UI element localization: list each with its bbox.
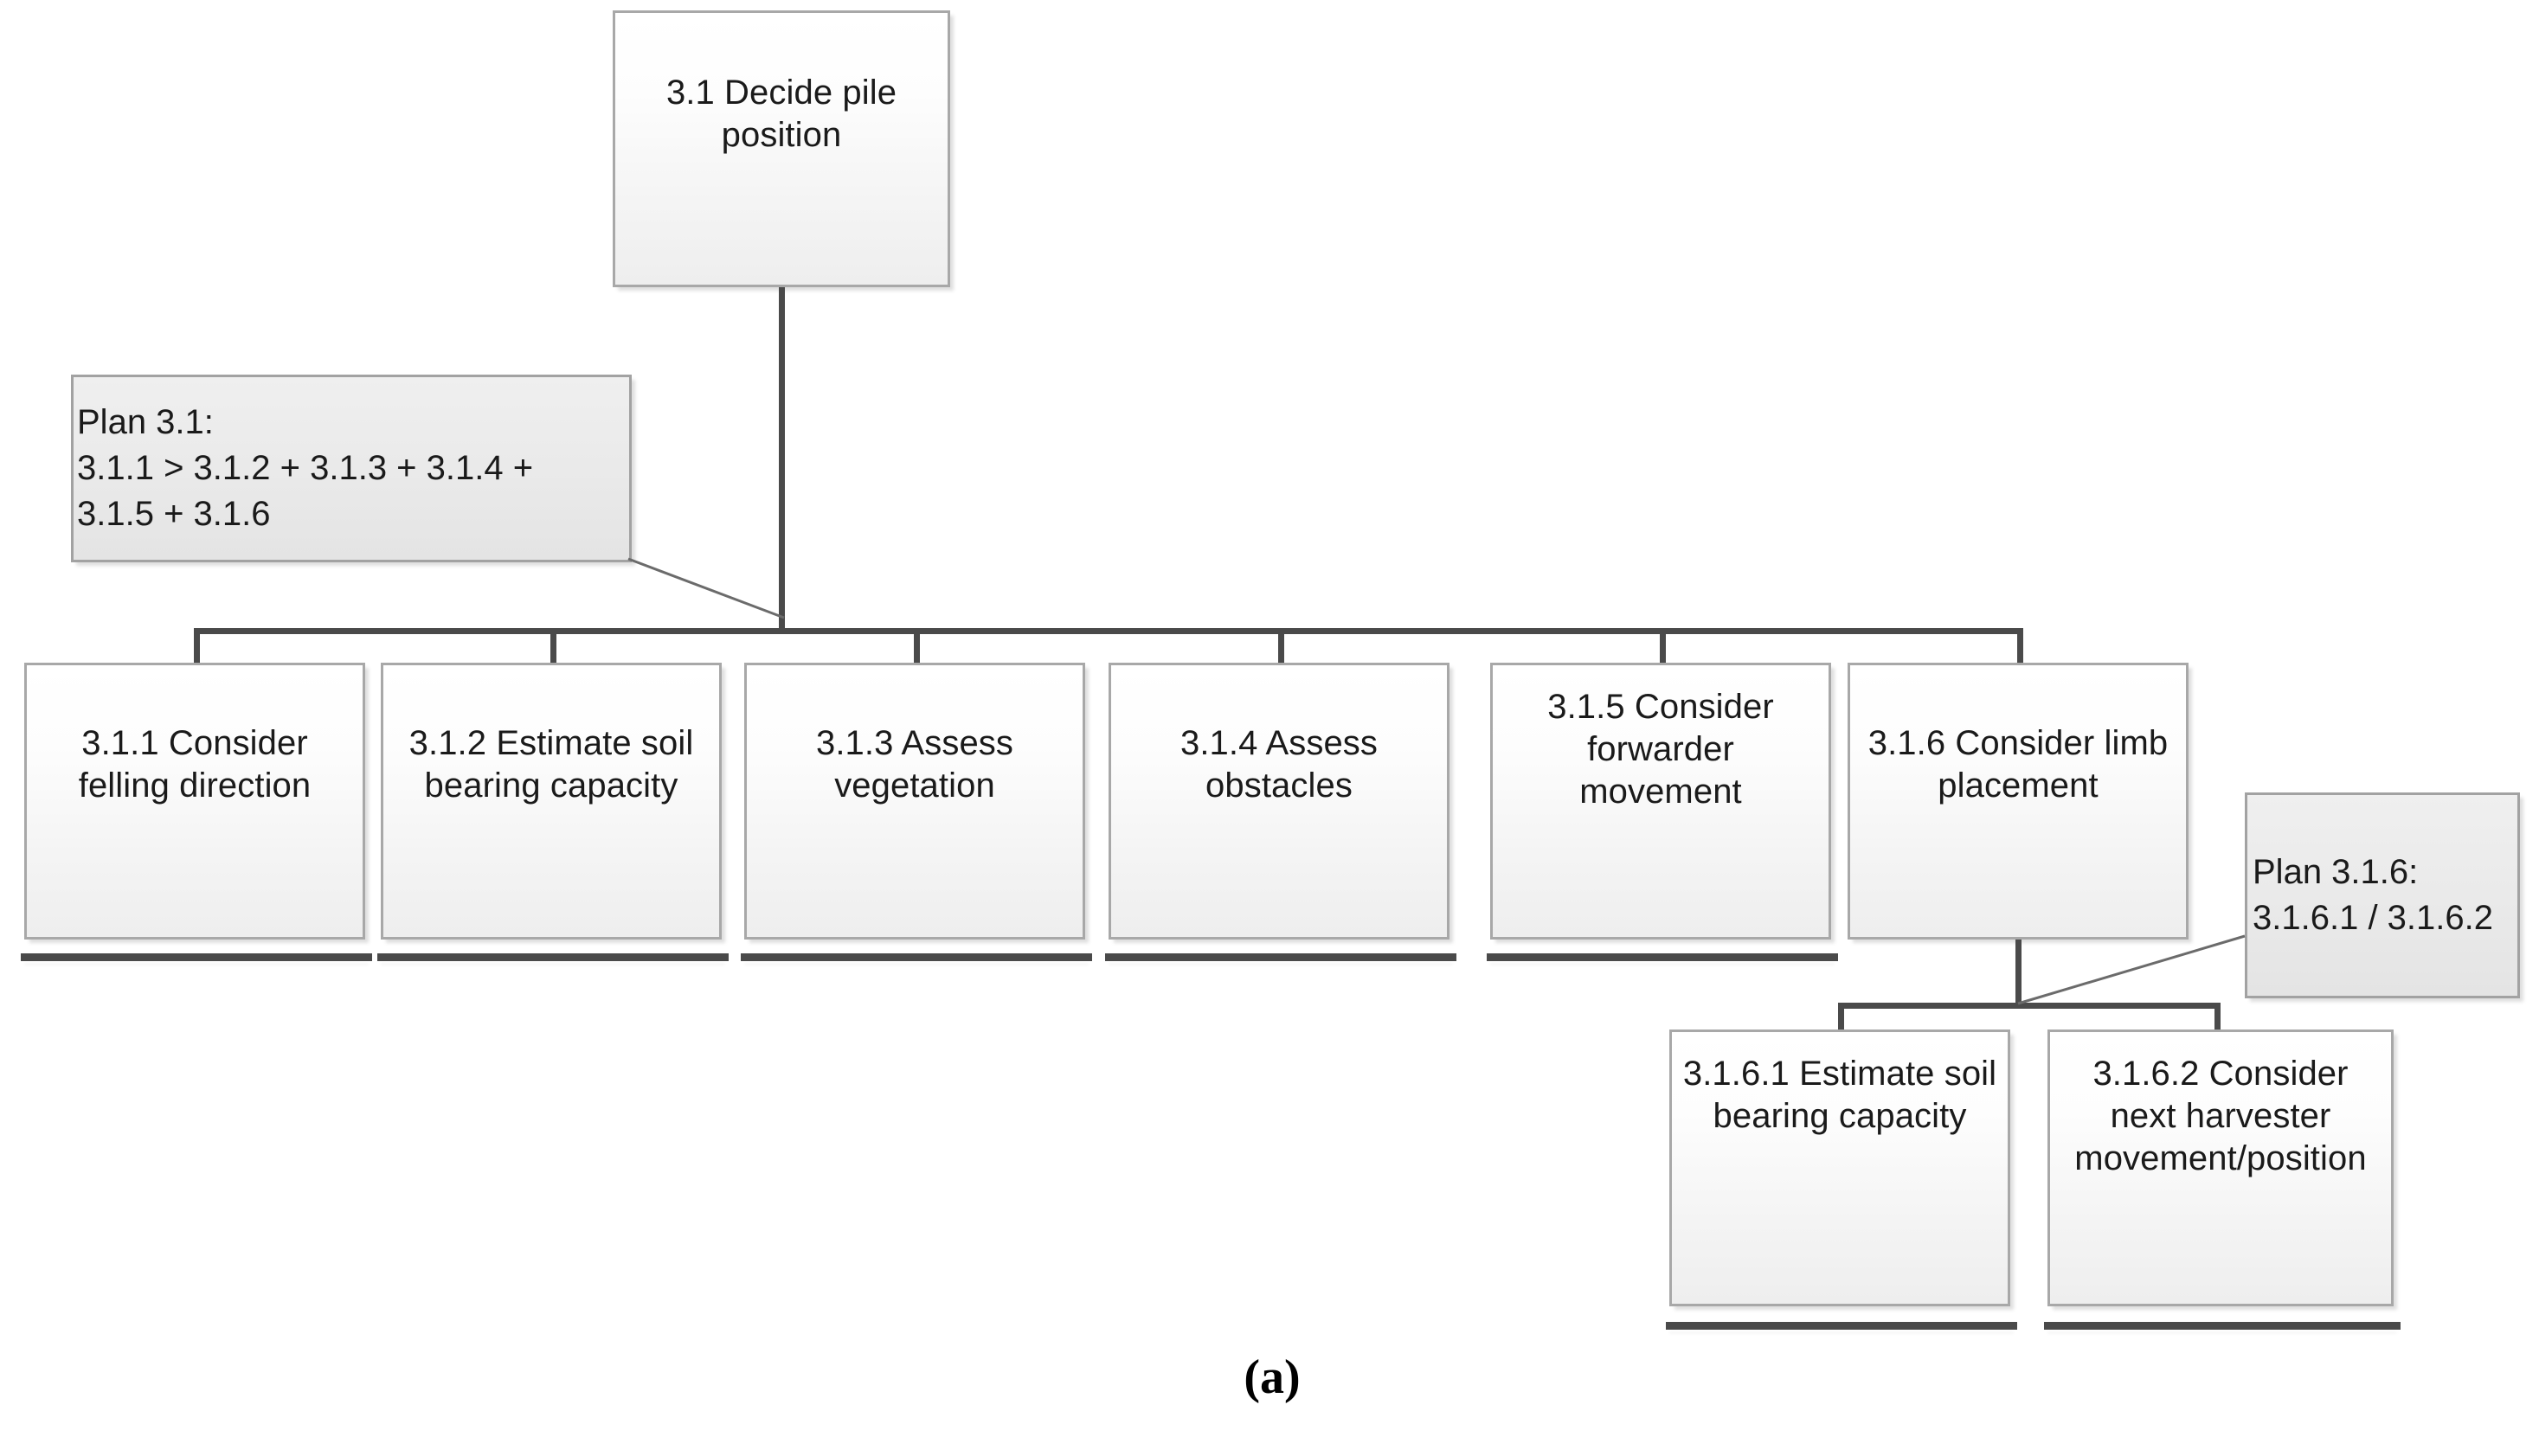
- connector-drop-3-1-3: [914, 628, 920, 666]
- task-label-3-1-1: 3.1.1 Consider felling direction: [78, 724, 312, 805]
- plan-3-1-6-line-1: Plan 3.1.6:: [2253, 853, 2419, 892]
- task-label-3-1-6-2: 3.1.6.2 Consider next harvester movement…: [2074, 1055, 2367, 1177]
- terminal-marker-3-1-3: [741, 953, 1092, 961]
- task-label-3-1-3: 3.1.3 Assess vegetation: [816, 724, 1013, 805]
- task-node-3-1-6-1[interactable]: 3.1.6.1 Estimate soil bearing capacity: [1669, 1029, 2010, 1306]
- terminal-marker-3-1-6-1: [1666, 1322, 2017, 1330]
- leader-line-plan-3-1: [627, 557, 785, 619]
- terminal-marker-3-1-4: [1105, 953, 1456, 961]
- plan-box-3-1-6[interactable]: Plan 3.1.6: 3.1.6.1 / 3.1.6.2: [2245, 792, 2520, 998]
- connector-drop-3-1-6-1: [1838, 1003, 1844, 1032]
- task-node-3-1-2[interactable]: 3.1.2 Estimate soil bearing capacity: [381, 663, 722, 940]
- terminal-marker-3-1-6-2: [2044, 1322, 2401, 1330]
- connector-trunk-3-1-6: [2015, 940, 2022, 1009]
- task-node-3-1-6-2[interactable]: 3.1.6.2 Consider next harvester movement…: [2047, 1029, 2394, 1306]
- plan-box-3-1[interactable]: Plan 3.1: 3.1.1 > 3.1.2 + 3.1.3 + 3.1.4 …: [71, 375, 632, 562]
- task-node-3-1[interactable]: 3.1 Decide pile position: [613, 10, 950, 287]
- connector-drop-3-1-6-2: [2214, 1003, 2221, 1032]
- plan-3-1-line-3: 3.1.5 + 3.1.6: [77, 494, 271, 533]
- connector-drop-3-1-1: [194, 628, 200, 666]
- plan-3-1-line-2: 3.1.1 > 3.1.2 + 3.1.3 + 3.1.4 +: [77, 449, 534, 488]
- task-label-3-1: 3.1 Decide pile position: [665, 74, 897, 154]
- task-label-3-1-5: 3.1.5 Consider forwarder movement: [1547, 688, 1774, 811]
- task-label-3-1-6: 3.1.6 Consider limb placement: [1867, 724, 2169, 805]
- plan-3-1-line-1: Plan 3.1:: [77, 403, 214, 442]
- connector-bus-level-2: [194, 628, 2023, 634]
- connector-root-trunk: [779, 287, 785, 633]
- terminal-marker-3-1-5: [1487, 953, 1838, 961]
- leader-line-plan-3-1-6: [2017, 934, 2246, 1005]
- plan-3-1-6-line-2: 3.1.6.1 / 3.1.6.2: [2253, 899, 2493, 937]
- task-label-3-1-2: 3.1.2 Estimate soil bearing capacity: [408, 724, 694, 805]
- task-node-3-1-6[interactable]: 3.1.6 Consider limb placement: [1848, 663, 2189, 940]
- task-label-3-1-4: 3.1.4 Assess obstacles: [1180, 724, 1378, 805]
- terminal-marker-3-1-2: [377, 953, 729, 961]
- connector-bus-level-3: [1838, 1003, 2221, 1009]
- task-label-3-1-6-1: 3.1.6.1 Estimate soil bearing capacity: [1682, 1055, 1997, 1135]
- connector-drop-3-1-6: [2017, 628, 2023, 666]
- task-node-3-1-3[interactable]: 3.1.3 Assess vegetation: [744, 663, 1085, 940]
- figure-caption: (a): [1244, 1350, 1301, 1404]
- task-node-3-1-5[interactable]: 3.1.5 Consider forwarder movement: [1490, 663, 1831, 940]
- terminal-marker-3-1-1: [21, 953, 372, 961]
- connector-drop-3-1-5: [1660, 628, 1666, 666]
- task-node-3-1-1[interactable]: 3.1.1 Consider felling direction: [24, 663, 365, 940]
- connector-drop-3-1-4: [1278, 628, 1284, 666]
- connector-drop-3-1-2: [550, 628, 556, 666]
- task-node-3-1-4[interactable]: 3.1.4 Assess obstacles: [1109, 663, 1449, 940]
